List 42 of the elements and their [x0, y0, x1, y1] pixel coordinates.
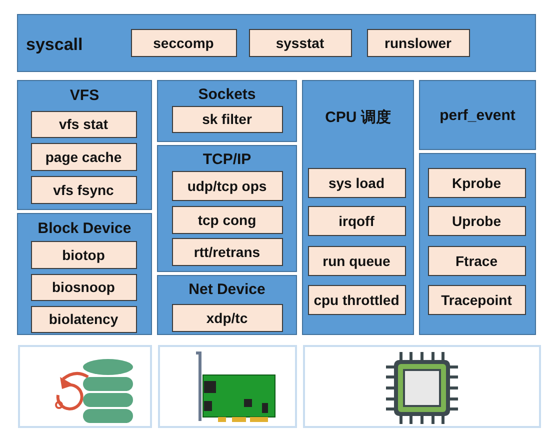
icon-panel [18, 345, 152, 428]
panel-title: CPU 调度 [324, 108, 392, 127]
item-box: Tracepoint [428, 284, 526, 314]
item-box: run queue [308, 246, 406, 276]
panel-box [157, 145, 297, 272]
panel-title: Net Device [188, 281, 266, 298]
item-box: biosnoop [30, 274, 136, 300]
item-box: udp/tcp ops [172, 170, 282, 200]
panel-box [157, 275, 297, 335]
item-box: sk filter [172, 106, 282, 132]
item-box: rtt/retrans [172, 238, 282, 266]
panel-box [157, 80, 297, 142]
panel-box [17, 213, 152, 335]
item-box: sysstat [248, 28, 352, 56]
panel-box [17, 80, 152, 210]
panel-title: perf_event [438, 107, 516, 124]
item-box: tcp cong [172, 206, 282, 234]
item-box: biotop [30, 240, 136, 268]
item-box: Kprobe [428, 168, 526, 198]
item-box: sys load [308, 168, 406, 198]
panel-title: Sockets [197, 86, 257, 103]
panel-title: TCP/IP [202, 151, 252, 168]
item-box: Uprobe [428, 206, 526, 236]
panel-title: VFS [68, 87, 100, 104]
item-box: xdp/tc [172, 304, 282, 332]
item-box: seccomp [130, 28, 236, 56]
item-box: vfs fsync [30, 176, 136, 204]
icon-panel [303, 345, 541, 428]
panel-box [302, 80, 414, 335]
item-box: irqoff [308, 206, 406, 236]
item-box: runslower [366, 28, 470, 56]
panel-title: syscall [26, 35, 83, 55]
panel-title: Block Device [36, 220, 132, 237]
panel-box [17, 14, 536, 72]
item-box: Ftrace [428, 246, 526, 276]
item-box: vfs stat [30, 110, 136, 138]
item-box: biolatency [30, 306, 136, 332]
panel-box [419, 80, 536, 150]
item-box: page cache [30, 142, 136, 170]
panel-box [419, 153, 536, 335]
icon-panel [158, 345, 297, 428]
item-box: cpu throttled [308, 284, 406, 314]
